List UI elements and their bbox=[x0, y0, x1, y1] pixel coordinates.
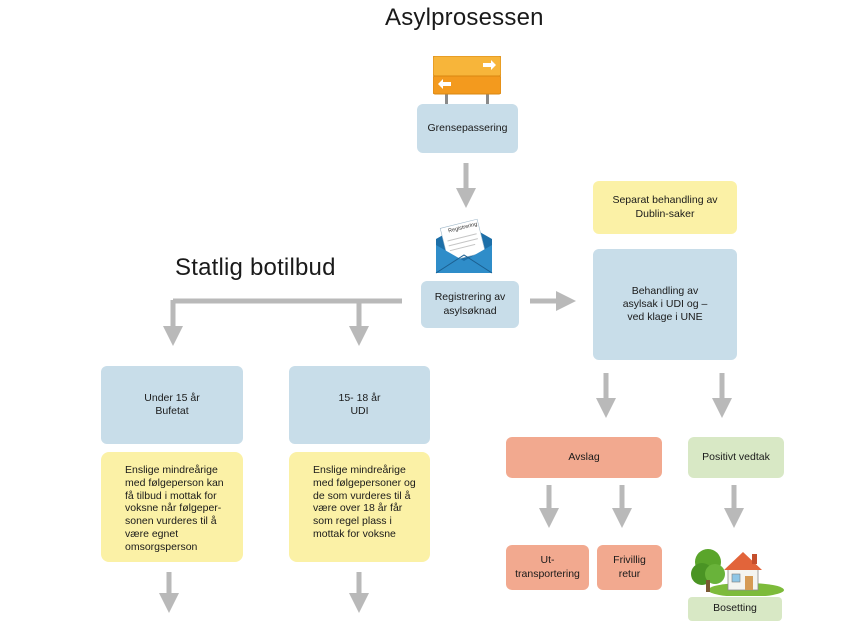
voluntary-return-box: Frivillig retur bbox=[597, 545, 662, 590]
age15-18-note: Enslige mindreårige med følgepersoner og… bbox=[289, 452, 430, 562]
deportation-box: Ut-transportering bbox=[506, 545, 589, 590]
processing-box: Behandling av asylsak i UDI og – ved kla… bbox=[593, 249, 737, 360]
border-crossing-box: Grensepassering bbox=[417, 104, 518, 153]
under15-note: Enslige mindreårige med følgeperson kan … bbox=[101, 452, 243, 562]
settlement-box: Bosetting bbox=[688, 597, 782, 621]
envelope-icon: Registrering bbox=[434, 217, 494, 275]
house-icon bbox=[691, 549, 784, 596]
diagram-title: Asylprosessen bbox=[385, 4, 544, 31]
under15-age: Under 15 år bbox=[144, 391, 200, 404]
dublin-box: Separat behandling av Dublin-saker bbox=[593, 181, 737, 234]
age15-18-agency: UDI bbox=[350, 405, 369, 417]
road-sign-icon bbox=[433, 56, 501, 104]
age15-18-age: 15- 18 år bbox=[338, 391, 381, 404]
positive-decision-box: Positivt vedtak bbox=[688, 437, 784, 478]
housing-title: Statlig botilbud bbox=[175, 254, 336, 281]
registration-box: Registrering av asylsøknad bbox=[421, 281, 519, 328]
under15-box: Under 15 år Bufetat bbox=[101, 366, 243, 444]
age15-18-box: 15- 18 år UDI bbox=[289, 366, 430, 444]
under15-agency: Bufetat bbox=[155, 405, 189, 417]
rejection-box: Avslag bbox=[506, 437, 662, 478]
